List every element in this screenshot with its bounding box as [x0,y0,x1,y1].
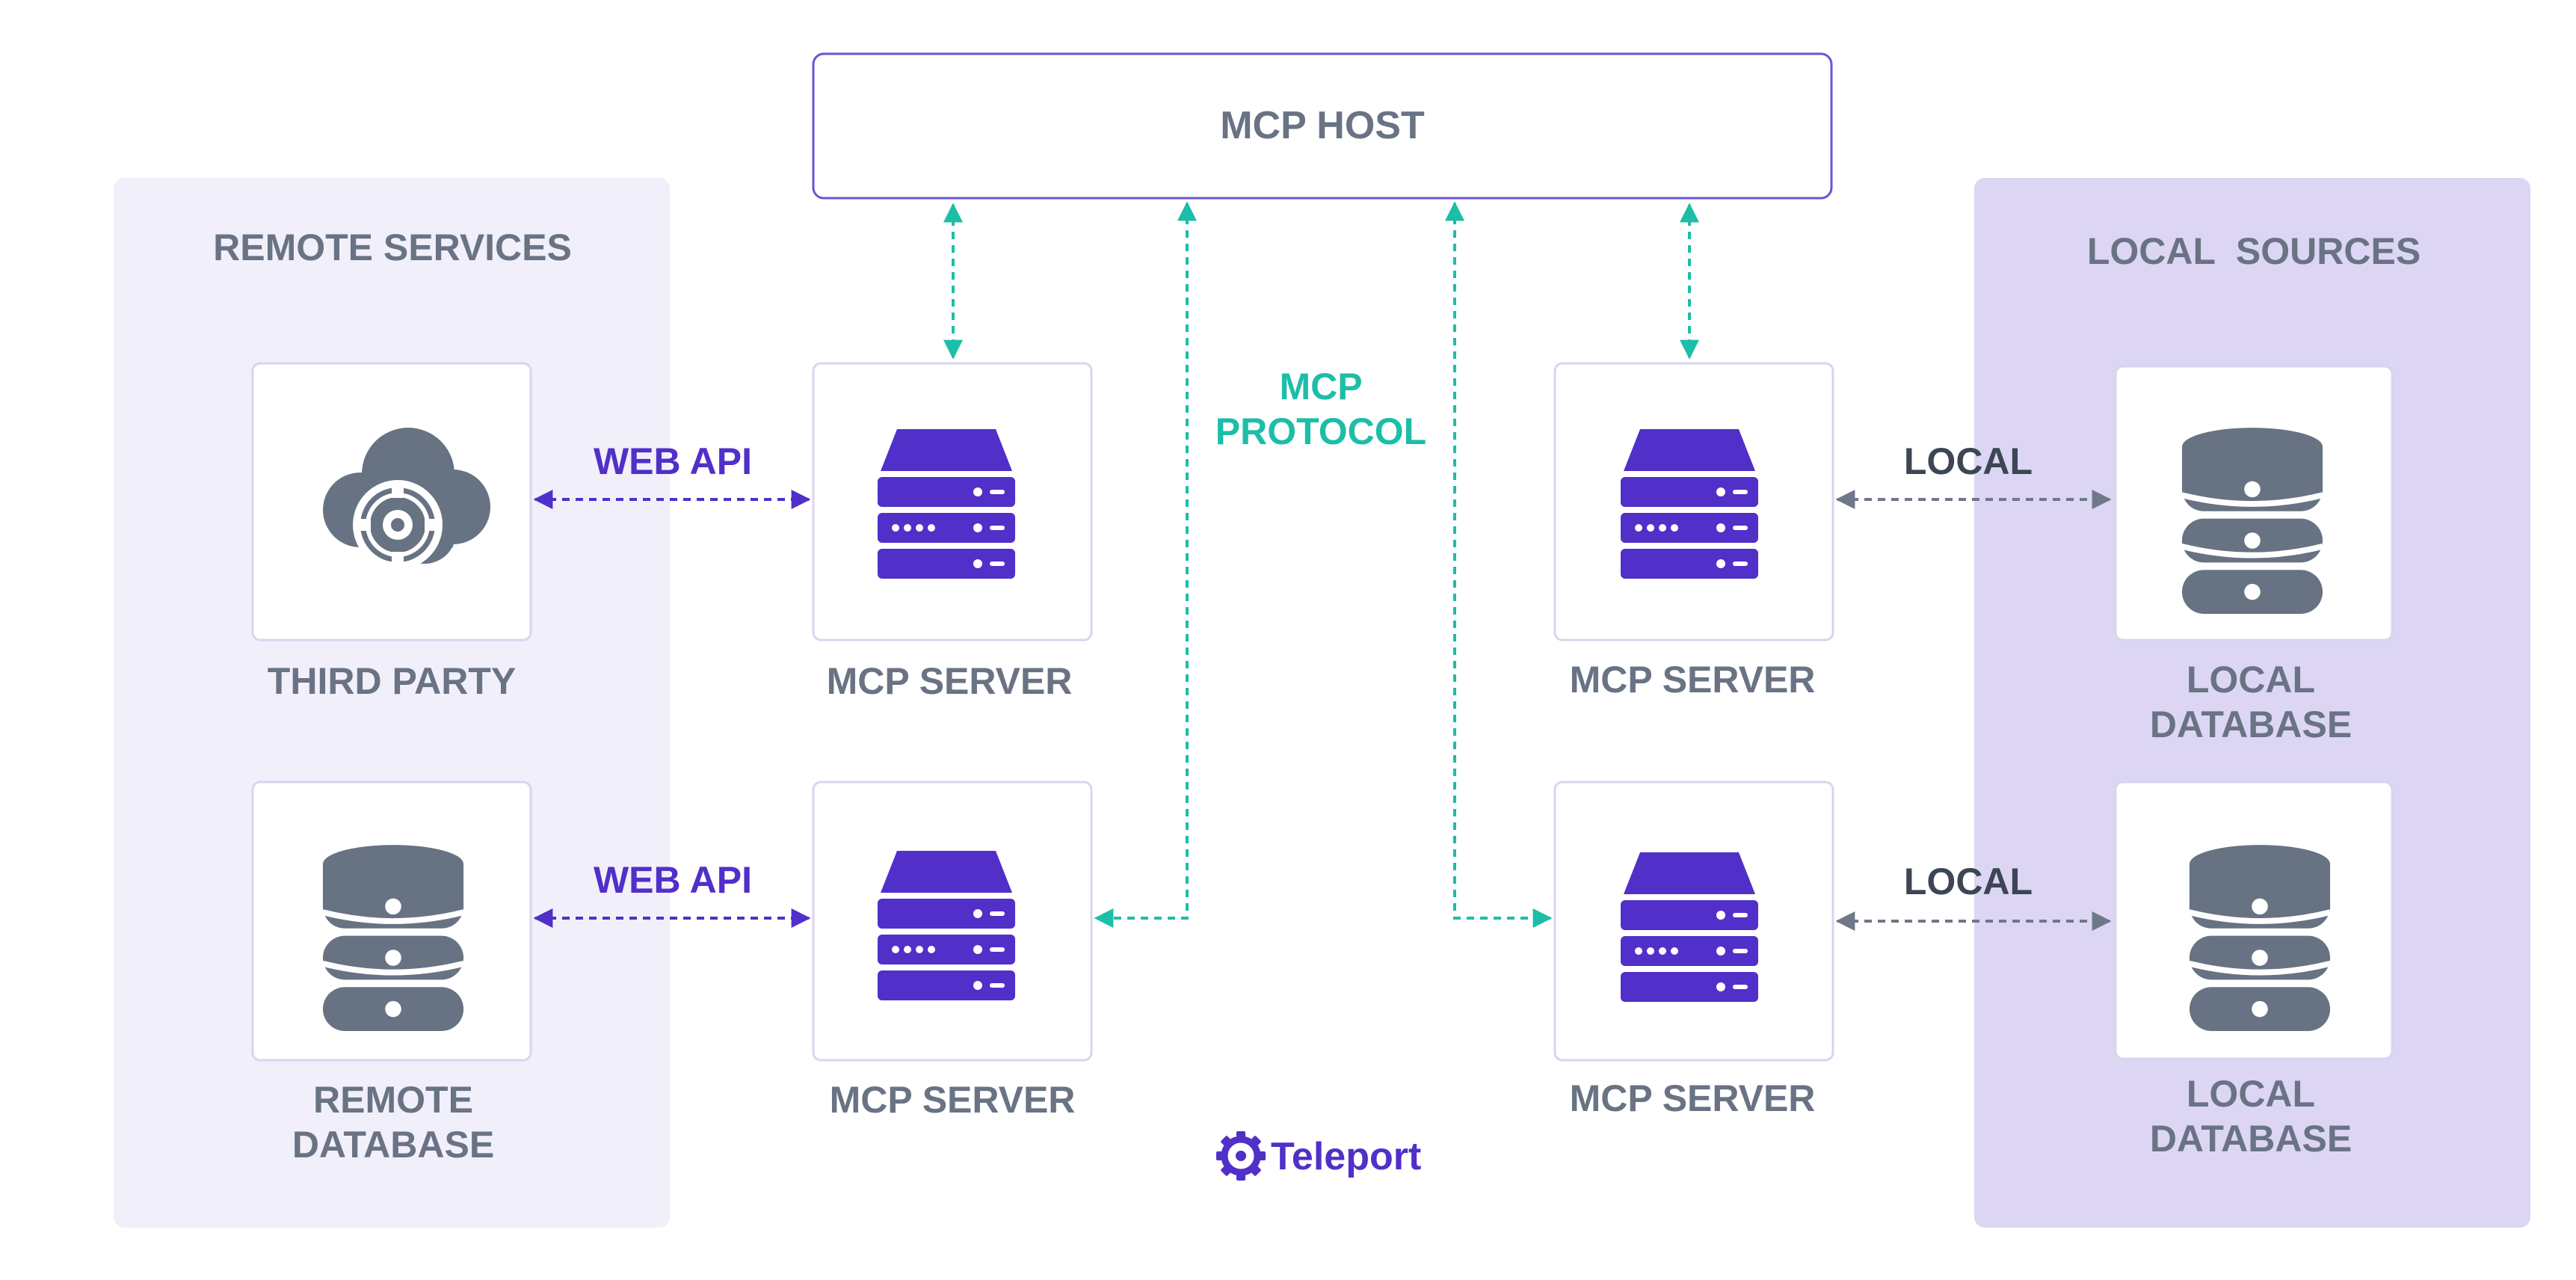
local-database-bottom-label-line1: LOCAL [2187,1073,2315,1115]
mcp-server-label-bottom-right: MCP SERVER [1570,1077,1816,1119]
server-icon [878,851,1015,1000]
mcp-protocol-label-line2: PROTOCOL [1215,410,1426,452]
server-icon [878,429,1015,579]
database-icon [323,845,463,1031]
local-label-top: LOCAL [1904,440,2033,482]
remote-database-label-line1: REMOTE [313,1079,473,1121]
remote-services-panel [114,178,670,1228]
mcp-host-box [812,52,1833,200]
database-icon [2190,845,2330,1031]
third-party-label: THIRD PARTY [268,660,516,702]
mcp-server-label-top-left: MCP SERVER [827,660,1073,702]
protocol-arrow-host-server-bottom-right [1445,201,1553,928]
server-icon [1621,852,1758,1002]
local-sources-panel [1974,178,2530,1228]
local-database-top-label-line1: LOCAL [2187,659,2315,701]
local-label-bottom: LOCAL [1904,861,2033,902]
remote-database-label-line2: DATABASE [292,1124,494,1166]
mcp-server-label-bottom-left: MCP SERVER [830,1079,1076,1121]
local-database-top-label-line2: DATABASE [2150,704,2352,745]
web-api-label-top: WEB API [594,440,752,482]
remote-services-title: REMOTE SERVICES [213,227,572,268]
teleport-gear-icon [1216,1131,1266,1181]
local-database-bottom-label-line2: DATABASE [2150,1118,2352,1160]
mcp-server-label-top-right: MCP SERVER [1570,659,1816,701]
protocol-arrow-host-server-bottom-left [1094,201,1197,928]
cloud-gear-icon [323,428,490,570]
database-icon [2182,428,2323,614]
server-icon [1621,429,1758,579]
local-sources-title: LOCAL SOURCES [2087,230,2421,272]
mcp-protocol-label-line1: MCP [1279,366,1362,407]
teleport-brand-name: Teleport [1271,1135,1421,1178]
web-api-label-bottom: WEB API [594,859,752,901]
mcp-host-label: MCP HOST [1220,104,1425,147]
